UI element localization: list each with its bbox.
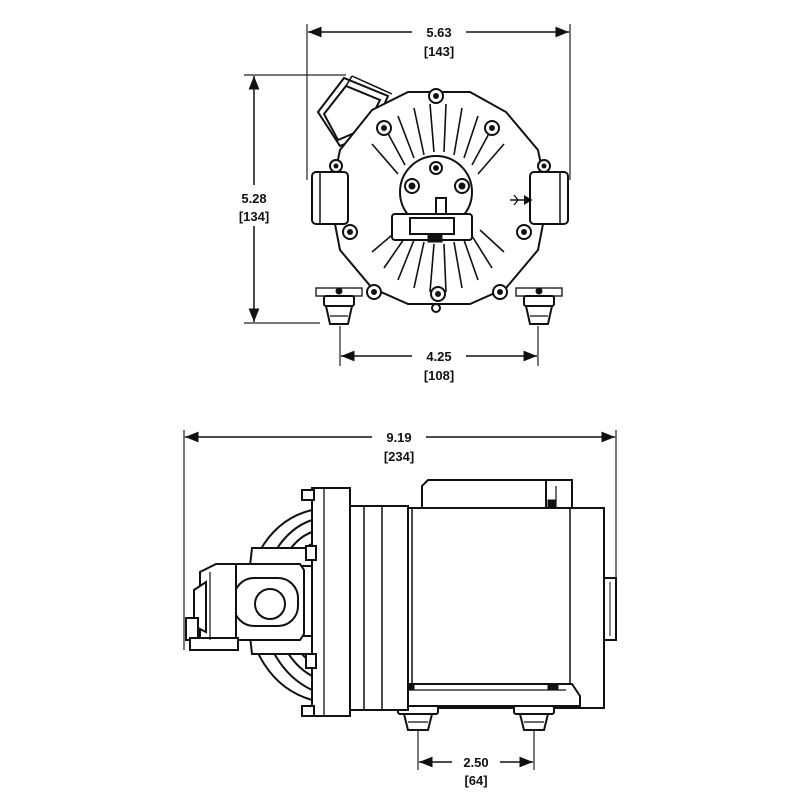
pump-front-view: 5.63 [143] 5.28 [134] 4.25 [108]: [239, 24, 571, 383]
dim-height-inches: 5.28: [241, 191, 266, 206]
pump-head: [311, 88, 569, 313]
dim-width-inches: 5.63: [426, 25, 451, 40]
flow-direction-arrow-icon: [510, 194, 532, 206]
pump-side-view: 9.19 [234] 2.50 [64]: [183, 430, 617, 788]
mounting-foot-right: [515, 287, 563, 325]
mounting-foot-left: [315, 287, 363, 325]
side-foot-right: [513, 705, 555, 731]
dim-length-inches: 9.19: [386, 430, 411, 445]
dimension-height: 5.28 [134]: [239, 76, 269, 322]
dimension-mount-spacing-front: 4.25 [108]: [341, 349, 537, 383]
dimension-mount-spacing-side: 2.50 [64]: [419, 755, 533, 788]
dimension-width-top: 5.63 [143]: [308, 25, 569, 59]
dim-mount-side-mm: [64]: [464, 773, 487, 788]
motor-body: [405, 479, 617, 709]
head-bolts: [329, 88, 551, 302]
dim-length-mm: [234]: [384, 449, 414, 464]
port-assembly: [185, 545, 317, 669]
dim-mount-front-mm: [108]: [424, 368, 454, 383]
dim-width-mm: [143]: [424, 44, 454, 59]
head-flange: [301, 487, 409, 717]
dimension-length: 9.19 [234]: [185, 430, 615, 464]
dim-mount-side-inches: 2.50: [463, 755, 488, 770]
base-plate: [391, 683, 581, 707]
dim-height-mm: [134]: [239, 209, 269, 224]
dim-mount-front-inches: 4.25: [426, 349, 451, 364]
